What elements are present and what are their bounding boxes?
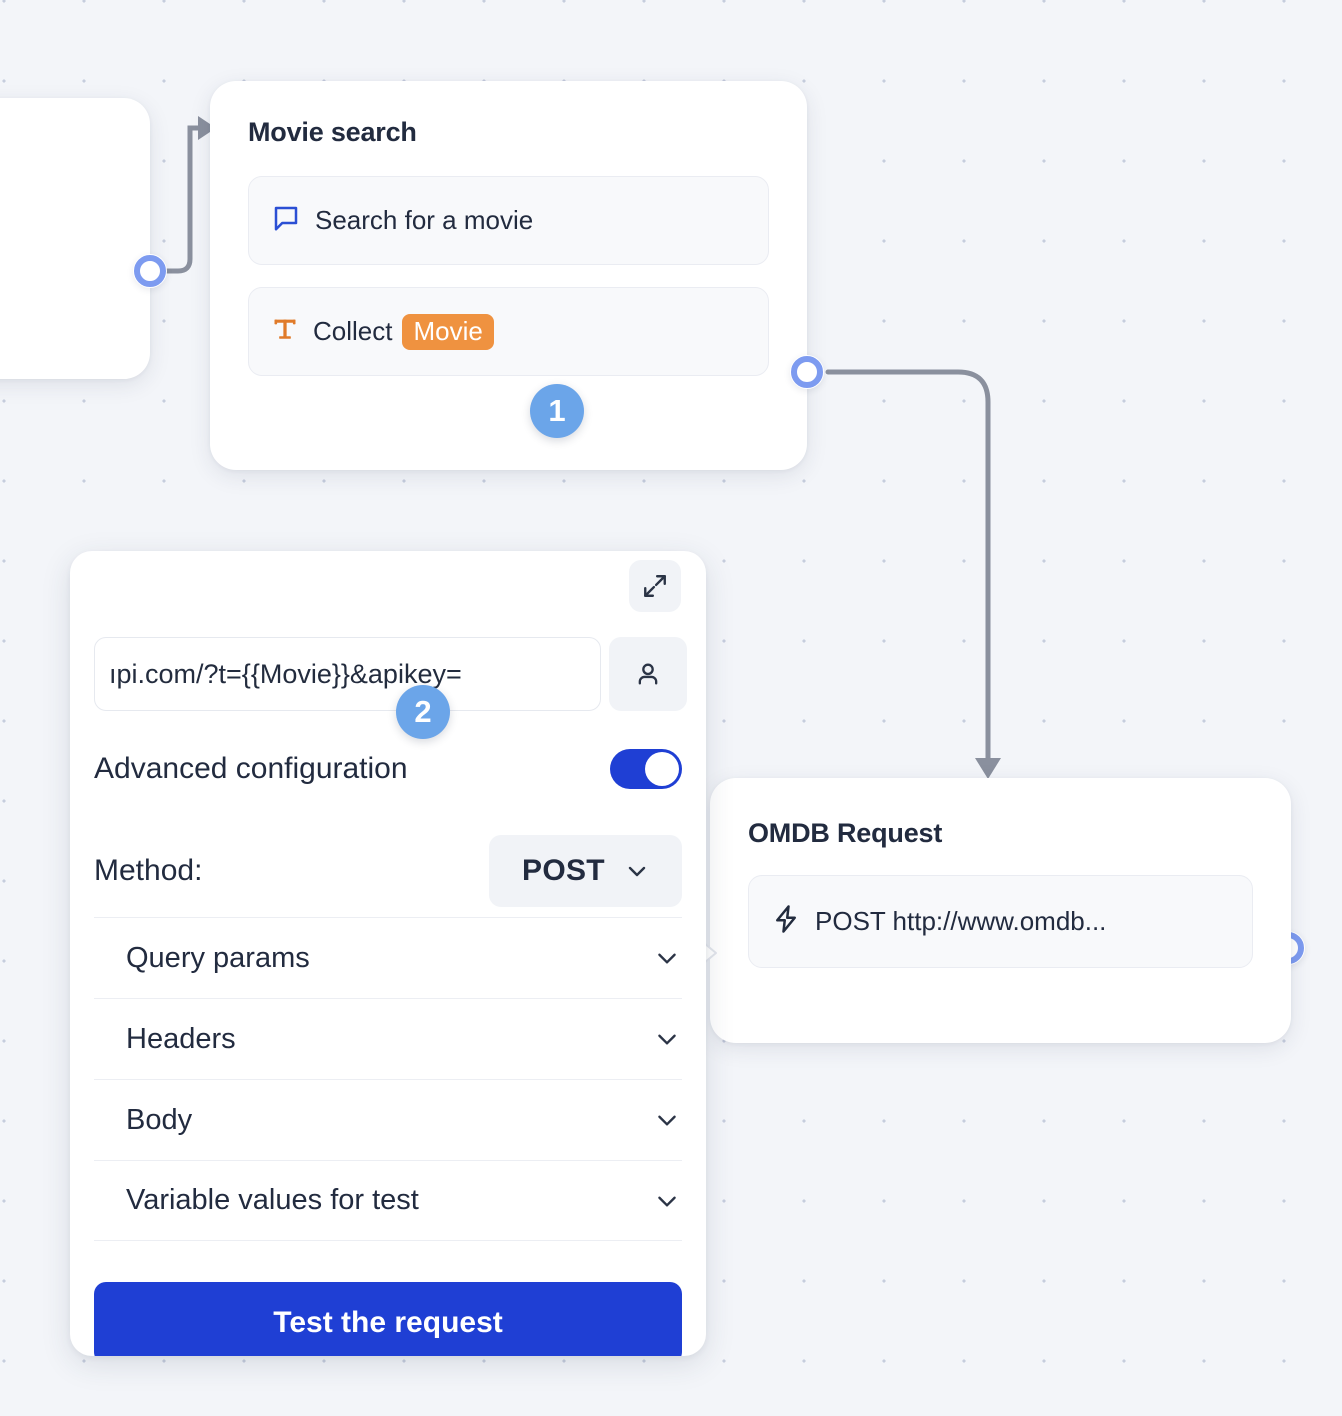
person-icon-button[interactable] [609, 637, 687, 711]
method-select[interactable]: POST [489, 835, 682, 907]
node-row-collect-movie[interactable]: Collect Movie [248, 287, 769, 376]
step-badge-2: 2 [396, 685, 450, 739]
accordion-item-query-params[interactable]: Query params [94, 917, 682, 998]
chevron-down-icon[interactable] [654, 1107, 680, 1133]
node-card-omdb-request[interactable]: OMDB Request POST http://www.omdb... [697, 778, 1291, 1043]
advanced-configuration-row: Advanced configuration [94, 741, 682, 797]
port-movie-search-output[interactable] [790, 355, 824, 389]
accordion-item-variable-values-for-test[interactable]: Variable values for test [94, 1160, 682, 1241]
node-row-label-text: Collect [313, 316, 393, 346]
request-config-panel[interactable]: Advanced configuration Method: POST Quer… [70, 551, 706, 1356]
text-t-icon [271, 315, 299, 348]
advanced-configuration-toggle[interactable] [610, 749, 682, 789]
accordion-item-body[interactable]: Body [94, 1079, 682, 1160]
chevron-down-icon[interactable] [654, 1188, 680, 1214]
accordion-label: Headers [126, 1022, 236, 1055]
node-row-label: Collect Movie [313, 313, 494, 350]
expand-diagonal-icon [644, 575, 666, 597]
variable-chip-movie[interactable]: Movie [402, 313, 494, 350]
node-card-movie-search[interactable]: Movie search Search for a movie Collect … [210, 81, 807, 470]
node-row-post-omdb[interactable]: POST http://www.omdb... [748, 875, 1253, 968]
port-left-card-output[interactable] [133, 254, 167, 288]
accordion-label: Body [126, 1103, 193, 1136]
step-badge-1: 1 [530, 384, 584, 438]
chevron-down-icon [628, 866, 646, 877]
node-row-search-for-a-movie[interactable]: Search for a movie [248, 176, 769, 265]
accordion-label: Query params [126, 941, 310, 974]
accordion-item-headers[interactable]: Headers [94, 998, 682, 1079]
test-the-request-button[interactable]: Test the request [94, 1282, 682, 1356]
accordion-label: Variable values for test [126, 1184, 419, 1216]
accordion-list: Query params Headers Body Variable value… [94, 917, 682, 1241]
chevron-down-icon[interactable] [654, 1026, 680, 1052]
node-row-label: POST http://www.omdb... [815, 906, 1107, 936]
node-title-omdb-request: OMDB Request [748, 818, 943, 848]
node-title-movie-search: Movie search [248, 117, 417, 147]
request-url-input[interactable] [94, 637, 601, 711]
chevron-down-icon[interactable] [654, 945, 680, 971]
lightning-bolt-icon [771, 904, 801, 939]
method-label: Method: [94, 854, 203, 887]
url-row [94, 637, 687, 711]
advanced-configuration-label: Advanced configuration [94, 752, 408, 785]
toggle-knob [645, 752, 679, 786]
node-card-partial-left[interactable] [0, 98, 150, 379]
person-icon [638, 663, 658, 685]
method-row: Method: POST [94, 835, 682, 907]
expand-diagonal-icon-button[interactable] [629, 560, 681, 612]
method-value: POST [522, 854, 605, 887]
speech-bubble-icon [271, 203, 301, 238]
node-row-label: Search for a movie [315, 205, 534, 235]
